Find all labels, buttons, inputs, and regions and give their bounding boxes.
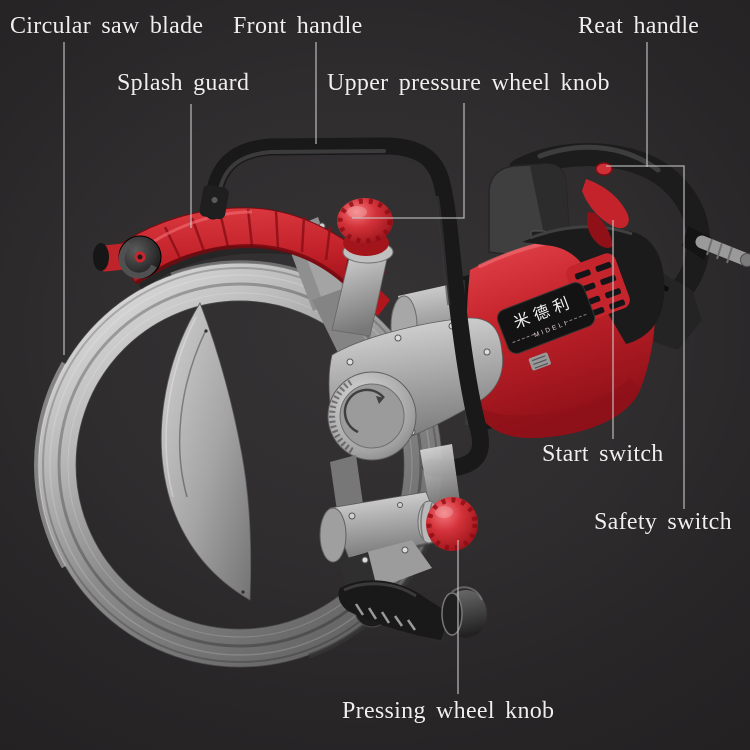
foot-roller-sheen [451, 586, 483, 601]
cord-rib3 [726, 246, 733, 264]
crescent-scribe-dark [178, 331, 206, 498]
motor-top-cap [522, 226, 665, 344]
pressing-knob-sheen [435, 506, 453, 518]
linkage-bolt2 [401, 546, 409, 554]
serrated-arm-sheen [343, 582, 417, 598]
crescent-dimple2 [204, 329, 208, 333]
leader-safety-switch [606, 165, 685, 509]
upper-guide-roller [93, 235, 162, 279]
linkage-bolt1 [361, 556, 369, 564]
gearcase-bolt2 [394, 334, 402, 342]
leader-upper-pressure-wheel-knob [352, 103, 465, 219]
serrated-arm [338, 580, 450, 640]
rotation-arrow [343, 388, 385, 434]
cord-rib1 [706, 238, 713, 256]
callout-label-start-switch: Start switch [542, 441, 664, 467]
gear-boss-inner [339, 383, 405, 449]
lower-bolt1 [348, 512, 356, 520]
cord-rib2 [716, 242, 723, 260]
cord-end-cap [740, 253, 750, 267]
front-handle-sheen-leg [435, 195, 451, 306]
callout-label-circular-saw-blade: Circular saw blade [10, 13, 204, 39]
roller-hub-center [137, 254, 143, 260]
safety-button [595, 162, 613, 176]
roller-clip [118, 241, 157, 279]
guard-inner-lip [134, 243, 364, 302]
lower-housing-end [319, 507, 347, 563]
power-cord-stub [682, 226, 750, 267]
boss-knurl [329, 378, 354, 454]
crescent-plate [160, 302, 252, 601]
underside-bolt [528, 352, 551, 371]
top-cap-sheen [529, 225, 633, 240]
knob-sheen [347, 206, 367, 218]
callout-label-splash-guard: Splash guard [117, 70, 250, 96]
crescent-scribe-light [165, 316, 197, 498]
pressing-knob-ribs [426, 497, 478, 551]
callout-label-front-handle: Front handle [233, 13, 363, 39]
callout-label-reat-handle: Reat handle [578, 13, 700, 39]
guard-shadow-under [138, 247, 293, 290]
leader-lines [63, 42, 685, 694]
gearcase-bolt4 [483, 348, 491, 356]
rotation-arrowhead [376, 396, 384, 404]
brand-dash-right [564, 313, 588, 324]
knob-rib-ring [337, 198, 393, 244]
gearcase-bolt1 [346, 358, 354, 366]
brand-dash-left [512, 333, 536, 344]
lower-pressing-assembly [319, 444, 487, 640]
lower-bolt2 [397, 502, 403, 508]
motor-body-shade [474, 378, 640, 439]
front-handle-tube [204, 137, 489, 477]
roller-axle-cap [93, 243, 109, 271]
lower-column [420, 444, 460, 509]
pressing-knob-cap [426, 497, 478, 551]
blade-groove-light2 [67, 292, 413, 638]
callout-label-pressing-wheel-knob: Pressing wheel knob [342, 698, 555, 724]
front-handle-clamp [199, 184, 229, 220]
brand-plate-bg [496, 282, 596, 354]
trigger-lower [586, 212, 613, 248]
foot-roller-face [441, 592, 463, 636]
arm-tread-dashes [354, 603, 417, 631]
blade-groove-dark [57, 282, 423, 648]
blade-highlight-left [34, 361, 67, 569]
trigger [582, 179, 629, 229]
upper-pressure-wheel-knob-assembly [331, 198, 394, 337]
callout-label-safety-switch: Safety switch [594, 509, 732, 535]
front-handle-sheen-top [216, 149, 386, 207]
knob-cap [337, 198, 393, 244]
front-handle [199, 137, 489, 477]
inner-blade-guard [160, 302, 252, 601]
callout-label-upper-pressure-wheel-knob: Upper pressure wheel knob [327, 70, 610, 96]
crescent-dimple1 [241, 590, 245, 594]
